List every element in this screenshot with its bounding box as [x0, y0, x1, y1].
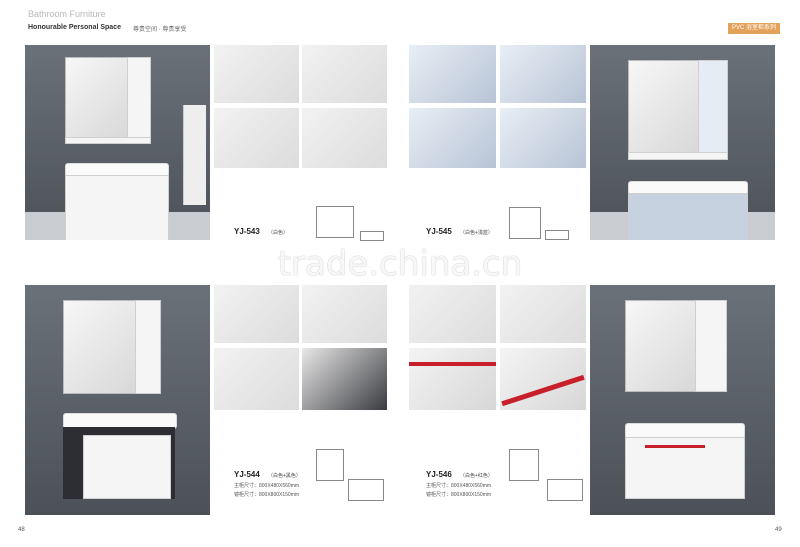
detail-basin-yj543 [214, 45, 299, 103]
model-color-yj545: （白色+浅蓝） [460, 230, 493, 236]
spec-main-yj544: 主柜尺寸：800X480X560mm [234, 483, 300, 489]
drawing-front-yj546 [509, 449, 539, 481]
model-label-yj543: YJ-543 [234, 227, 260, 236]
product-photo-yj545 [590, 45, 775, 240]
drawing-top-yj544 [348, 479, 384, 501]
page-number-left: 48 [18, 527, 25, 533]
detail-edge-yj546 [500, 348, 586, 410]
detail-basin-yj546 [409, 285, 496, 343]
spec-main-yj546: 主柜尺寸：800X480X560mm [426, 483, 492, 489]
product-photo-yj544 [25, 285, 210, 515]
model-color-yj543: （白色） [268, 230, 289, 236]
detail-shelf-yj546 [500, 285, 586, 343]
drawing-top-yj543 [360, 231, 384, 241]
catalog-subtitle-cn: 尊贵空间 · 尊贵享受 [133, 27, 187, 33]
product-photo-yj543 [25, 45, 210, 240]
drawing-front-yj545 [509, 207, 541, 239]
model-color-yj546: （白色+红色） [460, 473, 493, 479]
detail-drawer-yj543 [302, 45, 387, 103]
product-photo-yj546 [590, 285, 775, 515]
detail-drawer-yj545 [500, 108, 586, 168]
detail-basin-yj545 [409, 45, 496, 103]
page-number-right: 49 [775, 527, 782, 533]
drawing-top-yj545 [545, 230, 569, 240]
drawing-front-yj544 [316, 449, 344, 481]
detail-basin-yj544 [214, 285, 299, 343]
drawing-top-yj546 [547, 479, 583, 501]
watermark: trade.china.cn [277, 244, 523, 284]
drawing-front-yj543 [316, 206, 354, 238]
detail-handle-yj543 [302, 108, 387, 168]
model-label-yj546: YJ-546 [426, 470, 452, 479]
detail-shelf-yj545 [500, 45, 586, 103]
model-label-yj545: YJ-545 [426, 227, 452, 236]
detail-handle-yj545 [409, 108, 496, 168]
catalog-subtitle: Honourable Personal Space [28, 24, 121, 31]
spec-mirror-yj544: 镜柜尺寸：800X800X150mm [234, 492, 300, 498]
detail-side-yj544 [214, 348, 299, 410]
catalog-title: Bathroom Furniture [28, 9, 106, 19]
spec-mirror-yj546: 镜柜尺寸：800X800X150mm [426, 492, 492, 498]
model-label-yj544: YJ-544 [234, 470, 260, 479]
detail-base-yj543 [214, 108, 299, 168]
series-tag: PVC 浴室柜系列 [728, 23, 780, 34]
detail-edge-yj544 [302, 348, 387, 410]
detail-drawer-yj546 [409, 348, 496, 410]
model-color-yj544: （白色+黑色） [268, 473, 301, 479]
detail-drawer-yj544 [302, 285, 387, 343]
